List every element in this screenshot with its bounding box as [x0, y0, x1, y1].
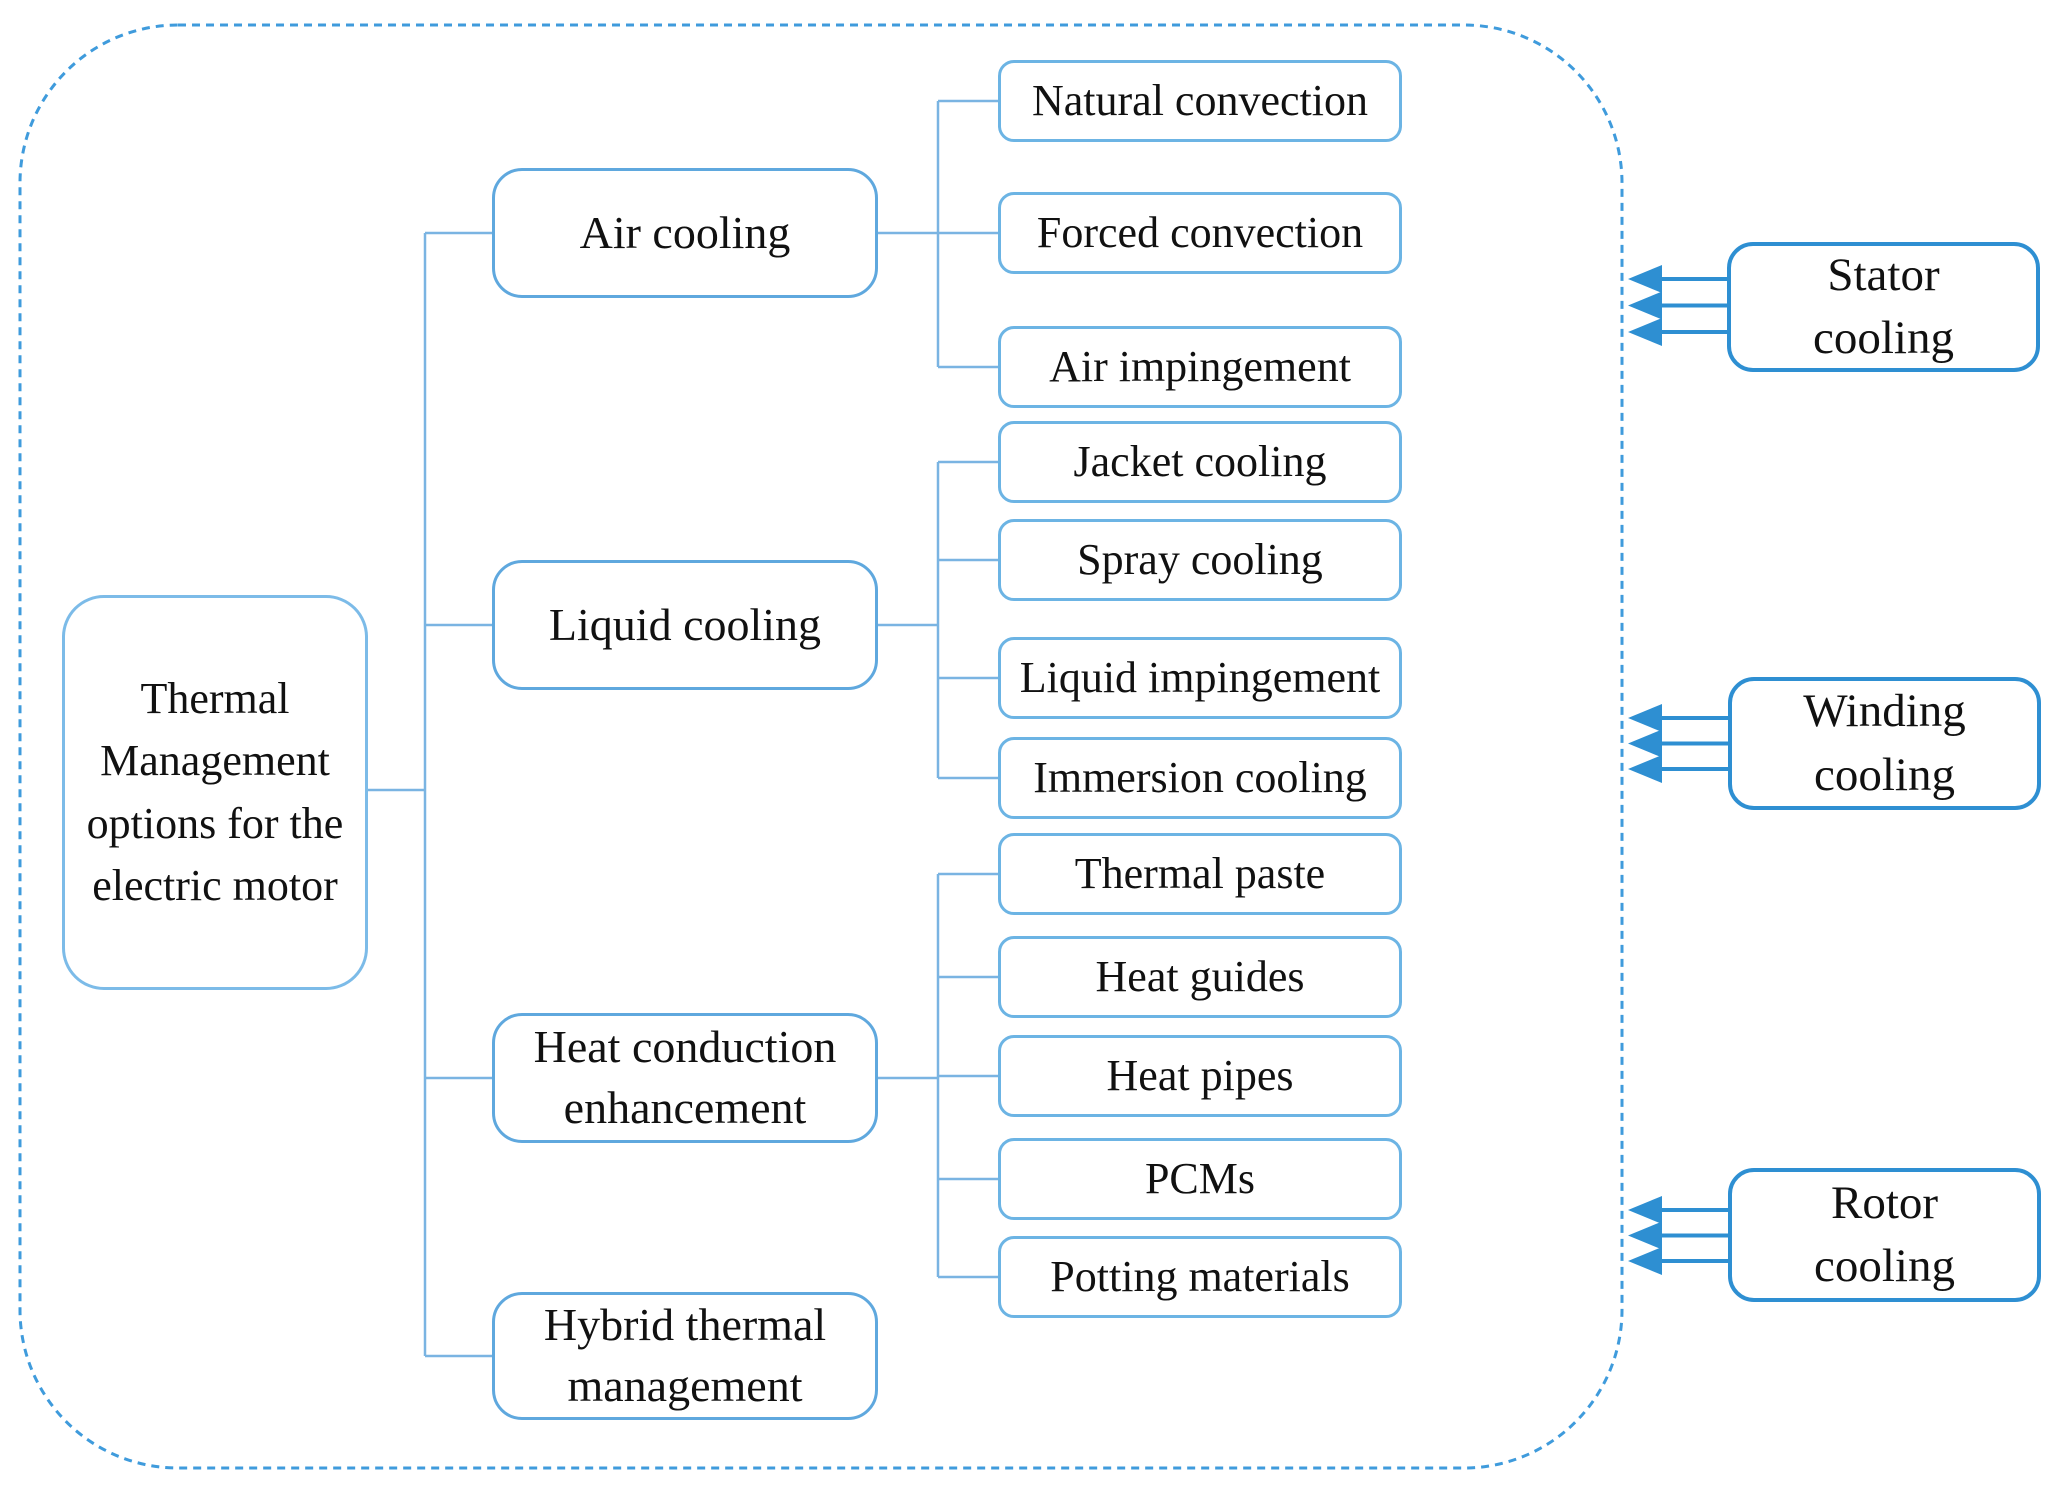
external-label: Stator cooling [1813, 248, 1954, 364]
leaf-immersion-cooling: Immersion cooling [998, 737, 1402, 819]
arrow-left-icon [1628, 729, 1662, 758]
root-node-label: Thermal Management options for the elect… [86, 673, 344, 910]
external-stator-cooling: Stator cooling [1727, 242, 2040, 372]
leaf-label: Natural convection [1032, 75, 1368, 125]
leaf-forced-convection: Forced convection [998, 192, 1402, 274]
leaf-label: Spray cooling [1077, 534, 1323, 584]
leaf-label: Potting materials [1050, 1251, 1350, 1301]
leaf-jacket-cooling: Jacket cooling [998, 421, 1402, 503]
branch-label: Heat conduction enhancement [533, 1021, 837, 1133]
external-label: Winding cooling [1803, 685, 1966, 801]
leaf-label: Forced convection [1036, 207, 1364, 257]
leaf-label: Heat pipes [1106, 1050, 1294, 1100]
leaf-potting-materials: Potting materials [998, 1236, 1402, 1318]
leaf-heat-pipes: Heat pipes [998, 1035, 1402, 1117]
leaf-label: Jacket cooling [1073, 436, 1327, 486]
external-label: Rotor cooling [1814, 1176, 1955, 1292]
leaf-pcms: PCMs [998, 1138, 1402, 1220]
arrow-left-icon [1628, 265, 1662, 293]
winding-cooling-arrows [1628, 704, 1728, 783]
leaf-liquid-impingement: Liquid impingement [998, 637, 1402, 719]
leaf-heat-guides: Heat guides [998, 936, 1402, 1018]
leaf-air-impingement: Air impingement [998, 326, 1402, 408]
stator-cooling-arrows [1628, 265, 1727, 346]
external-rotor-cooling: Rotor cooling [1728, 1168, 2041, 1302]
leaf-label: PCMs [1144, 1153, 1256, 1203]
branch-label: Hybrid thermal management [543, 1299, 827, 1411]
leaf-label: Immersion cooling [1033, 752, 1367, 802]
leaf-label: Air impingement [1049, 341, 1351, 391]
arrow-left-icon [1628, 1247, 1662, 1275]
arrow-left-icon [1628, 704, 1662, 732]
branch-label: Liquid cooling [548, 598, 822, 650]
branch-liquid-cooling: Liquid cooling [492, 560, 878, 690]
leaf-natural-convection: Natural convection [998, 60, 1402, 142]
root-node: Thermal Management options for the elect… [62, 595, 368, 990]
rotor-cooling-arrows [1628, 1196, 1728, 1275]
leaf-label: Liquid impingement [1019, 652, 1381, 702]
leaf-spray-cooling: Spray cooling [998, 519, 1402, 601]
leaf-thermal-paste: Thermal paste [998, 833, 1402, 915]
arrow-left-icon [1628, 755, 1662, 783]
branch-heat-conduction-enhancement: Heat conduction enhancement [492, 1013, 878, 1143]
arrow-left-icon [1628, 1196, 1662, 1224]
branch-label: Air cooling [579, 206, 791, 258]
leaf-label: Thermal paste [1074, 848, 1326, 898]
arrow-left-icon [1628, 1221, 1662, 1250]
arrow-left-icon [1628, 291, 1662, 320]
branch-air-cooling: Air cooling [492, 168, 878, 298]
leaf-label: Heat guides [1095, 951, 1305, 1001]
external-winding-cooling: Winding cooling [1728, 677, 2041, 810]
arrow-left-icon [1628, 318, 1662, 346]
branch-hybrid-thermal-management: Hybrid thermal management [492, 1292, 878, 1420]
tree-connectors [368, 99, 998, 1358]
